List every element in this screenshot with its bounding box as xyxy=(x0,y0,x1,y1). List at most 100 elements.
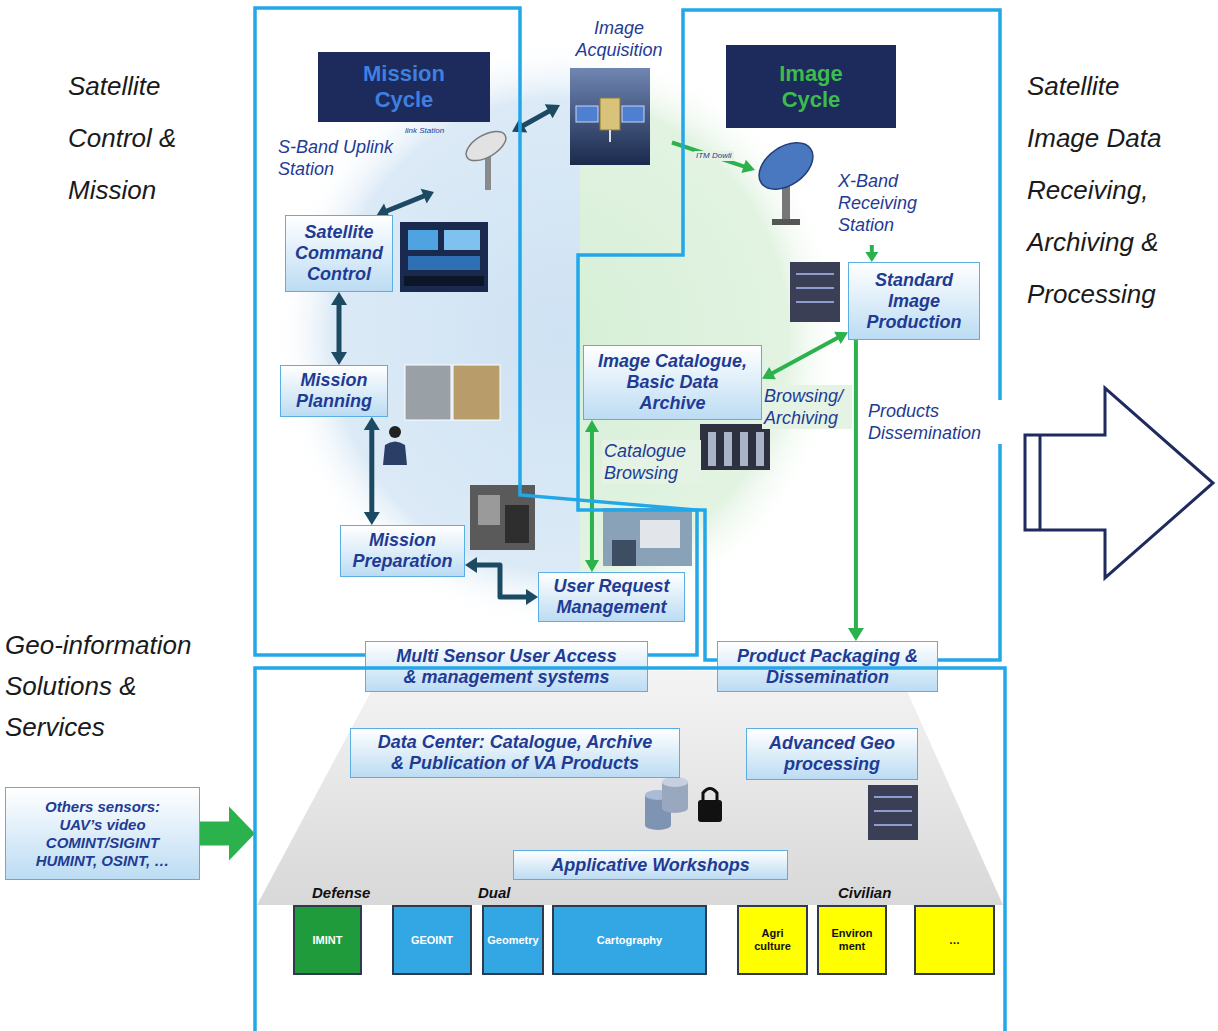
node-label: Mission Preparation xyxy=(345,530,460,572)
node-label: Standard Image Production xyxy=(853,270,975,333)
connector xyxy=(364,417,380,525)
lock-icon xyxy=(703,789,717,801)
server-slot xyxy=(796,287,834,289)
node-label: Satellite Command Control xyxy=(290,222,388,285)
request-picture xyxy=(603,508,692,566)
group-label: Dual xyxy=(478,884,511,902)
region-heading: Geo-information Solutions & Services xyxy=(5,625,215,748)
connector xyxy=(762,332,848,379)
node-label: Image Cycle xyxy=(761,61,861,113)
connector xyxy=(331,292,347,365)
process-box: Image Catalogue, Basic Data Archive xyxy=(583,345,762,420)
cycle-disc xyxy=(275,40,580,630)
connector-line xyxy=(854,340,858,631)
satellite-picture xyxy=(570,68,650,165)
region-border xyxy=(255,8,697,655)
server-slot xyxy=(874,824,912,826)
database-icon xyxy=(645,820,671,830)
process-box: Satellite Command Control xyxy=(285,215,393,292)
station-note: link Station xyxy=(405,126,444,136)
screen xyxy=(408,230,438,250)
group-label: Defense xyxy=(312,884,370,902)
arrow-head xyxy=(741,160,755,173)
preparation-detail xyxy=(478,495,500,525)
connector xyxy=(377,189,434,219)
arrow-head xyxy=(421,189,434,204)
node-label: Environ ment xyxy=(828,927,876,953)
group-label: Civilian xyxy=(838,884,891,902)
node-label: Data Center: Catalogue, Archive & Public… xyxy=(373,732,658,774)
input-box: Others sensors: UAV’s video COMINT/SIGIN… xyxy=(5,787,200,880)
connector-line xyxy=(770,337,839,374)
server-slot xyxy=(874,796,912,798)
node-label: Advanced Geo processing xyxy=(757,733,907,775)
arrow-head xyxy=(331,352,347,365)
arrow-head xyxy=(865,252,878,262)
connector-line xyxy=(385,195,426,211)
node-label: … xyxy=(949,934,960,947)
node-label: Image Acquisition xyxy=(569,17,669,61)
region-panel: Satellite Image Data Receiving, Archivin… xyxy=(578,10,1000,660)
application-box: Cartography xyxy=(552,905,707,975)
uplink-dish xyxy=(461,125,510,166)
node-label: Mission Planning xyxy=(285,370,383,412)
map-picture xyxy=(405,365,451,420)
screen xyxy=(444,230,480,250)
server-slot xyxy=(874,810,912,812)
process-box: User Request Management xyxy=(538,572,685,622)
cycle-title: Image Cycle xyxy=(726,45,896,128)
arrow-head xyxy=(585,560,599,572)
station-label: X-Band Receiving Station xyxy=(755,138,932,245)
screen xyxy=(408,256,480,270)
solar-panel xyxy=(576,106,598,122)
application-box: IMINT xyxy=(293,905,362,975)
connector xyxy=(865,245,878,262)
region-panel: Geo-information Solutions & ServicesData… xyxy=(255,668,1005,1031)
node-label: Multi Sensor User Access & management sy… xyxy=(393,646,621,688)
request-detail xyxy=(612,540,636,566)
connector-line xyxy=(475,565,529,597)
node-label: GEOINT xyxy=(411,934,453,947)
output-arrow-band xyxy=(1039,435,1042,530)
region-panel: Satellite Control & MissionMission Cycle… xyxy=(255,8,697,655)
archive-column xyxy=(740,432,748,466)
solar-panel xyxy=(622,106,644,122)
process-box: Product Packaging & Dissemination xyxy=(717,641,938,692)
process-box: Mission Planning xyxy=(280,365,388,417)
edge-label: ITM Dowli xyxy=(694,151,734,161)
server-slot xyxy=(796,273,834,275)
node-label: S-Band Uplink Station xyxy=(278,136,403,180)
receiving-dish xyxy=(751,133,822,199)
output-arrow xyxy=(1025,388,1213,578)
region-heading: Satellite Image Data Receiving, Archivin… xyxy=(1027,60,1177,320)
satellite-label: Image Acquisition xyxy=(560,15,672,165)
node-label: Product Packaging & Dissemination xyxy=(733,646,923,688)
connector-line xyxy=(590,430,594,563)
node-label: Applicative Workshops xyxy=(551,855,750,876)
arrow-head xyxy=(331,292,347,305)
archive-picture xyxy=(700,424,770,470)
application-box: Geometry xyxy=(482,905,544,975)
map-picture xyxy=(453,365,500,420)
server-icon xyxy=(790,262,840,322)
connector xyxy=(465,557,538,605)
node-label: Image Catalogue, Basic Data Archive xyxy=(595,351,750,414)
connector-line xyxy=(337,302,342,354)
arrow-head xyxy=(364,417,380,430)
arrow-head xyxy=(762,367,776,379)
arrow-head xyxy=(848,628,864,641)
application-box: Agri culture xyxy=(737,905,808,975)
database-icon xyxy=(662,803,688,813)
arrow-head xyxy=(364,512,380,525)
node-label: Geometry xyxy=(487,934,538,947)
arrow-head xyxy=(229,807,255,861)
application-box: GEOINT xyxy=(392,905,472,975)
process-box: Data Center: Catalogue, Archive & Public… xyxy=(350,728,680,778)
connector xyxy=(585,420,599,572)
database-icon xyxy=(662,777,688,787)
operator-head xyxy=(389,426,401,438)
arrow-head xyxy=(465,557,477,573)
satellite-body xyxy=(600,98,620,130)
region-border xyxy=(255,668,1005,1031)
